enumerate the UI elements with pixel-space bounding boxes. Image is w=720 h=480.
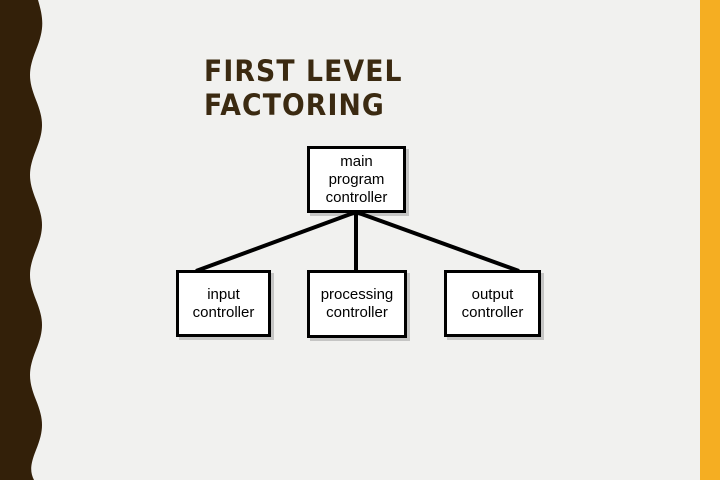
node-main-program-controller[interactable]: main program controller <box>307 146 406 213</box>
page-title: FIRST LEVEL FACTORING <box>204 54 403 122</box>
connector-main-to-output <box>355 210 520 273</box>
node-input-controller[interactable]: input controller <box>176 270 271 337</box>
connector-main-to-input <box>195 210 357 273</box>
node-processing-controller[interactable]: processing controller <box>307 270 407 338</box>
node-output-controller[interactable]: output controller <box>444 270 541 337</box>
right-orange-strip-decoration <box>700 0 720 480</box>
